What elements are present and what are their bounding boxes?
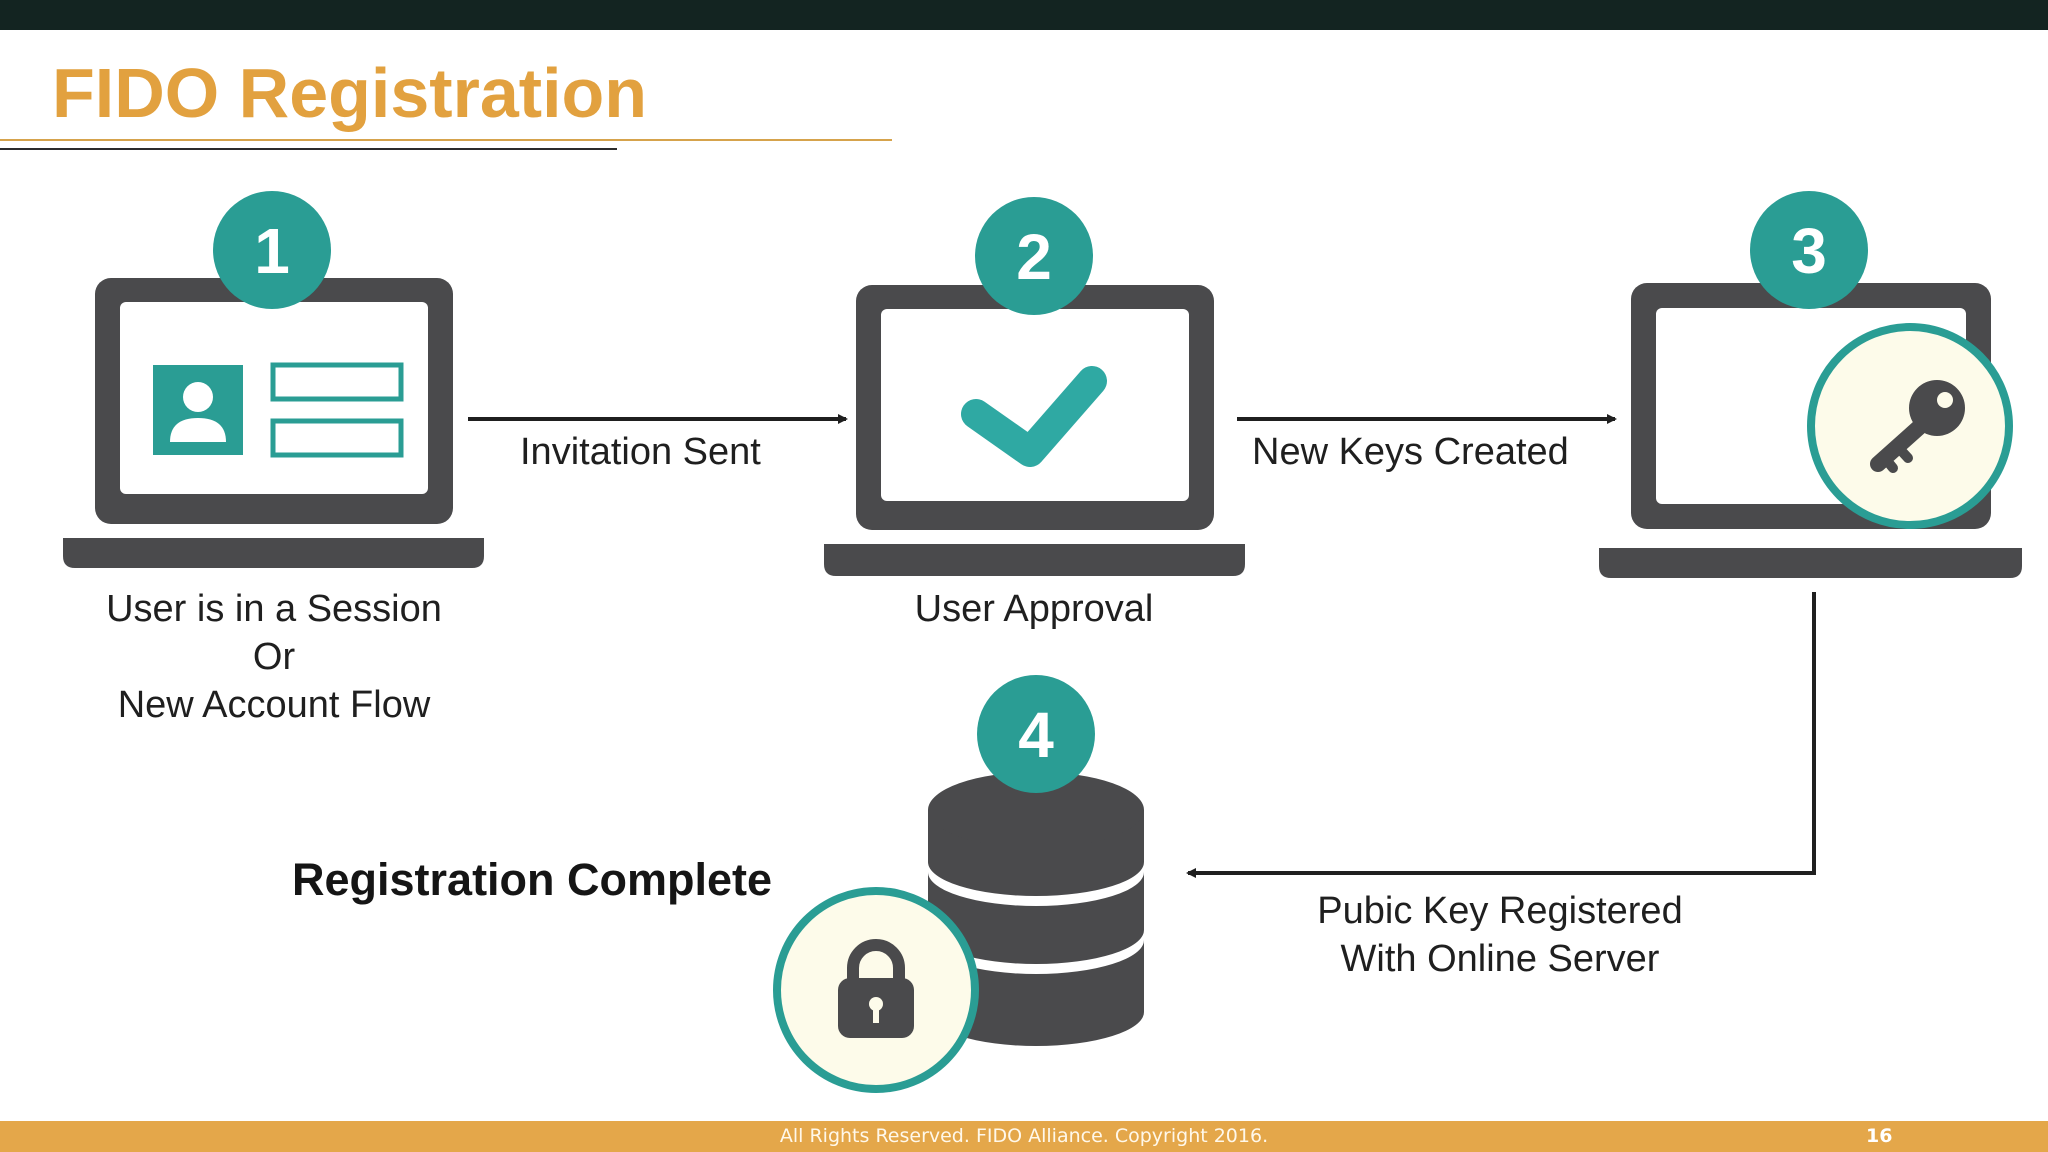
laptop-2-icon [824,285,1245,576]
step-3-badge: 3 [1750,191,1868,309]
page-number: 16 [1866,1125,1893,1147]
title-underline-gold [0,139,892,141]
step-2-badge: 2 [975,197,1093,315]
step-1-caption-line: User is in a Session [106,588,442,630]
step-4-number: 4 [1018,699,1054,771]
slide-title: FIDO Registration [52,54,648,132]
step-2-number: 2 [1016,221,1052,293]
padlock-badge [773,887,979,1093]
title-underline-dark [0,148,617,150]
key-registered-line: With Online Server [1340,938,1660,980]
key-badge [1807,323,2013,529]
checkmark-icon [961,366,1107,467]
padlock-icon [838,939,914,1038]
registration-complete-label: Registration Complete [292,854,773,905]
footer-bar: All Rights Reserved. FIDO Alliance. Copy… [0,1121,2048,1152]
key-icon [1870,380,1965,473]
step-1-number: 1 [254,215,290,287]
step-2-caption: User Approval [914,588,1154,630]
step-4-badge: 4 [977,675,1095,793]
top-bar [0,0,2048,30]
new-keys-created-label: New Keys Created [1252,431,1569,473]
arrow-registered [1186,592,1816,878]
step-1-caption: User is in a Session Or New Account Flow [64,585,484,729]
invitation-sent-label: Invitation Sent [520,431,761,473]
id-card-icon [153,362,404,458]
key-registered-caption: Pubic Key Registered With Online Server [1260,887,1740,983]
step-1-badge: 1 [213,191,331,309]
copyright-text: All Rights Reserved. FIDO Alliance. Copy… [779,1125,1269,1147]
step-1-caption-line: New Account Flow [117,684,431,726]
step-3-number: 3 [1791,215,1827,287]
step-1-caption-line: Or [252,636,296,678]
key-registered-line: Pubic Key Registered [1317,890,1683,932]
database-icon [928,772,1144,1046]
